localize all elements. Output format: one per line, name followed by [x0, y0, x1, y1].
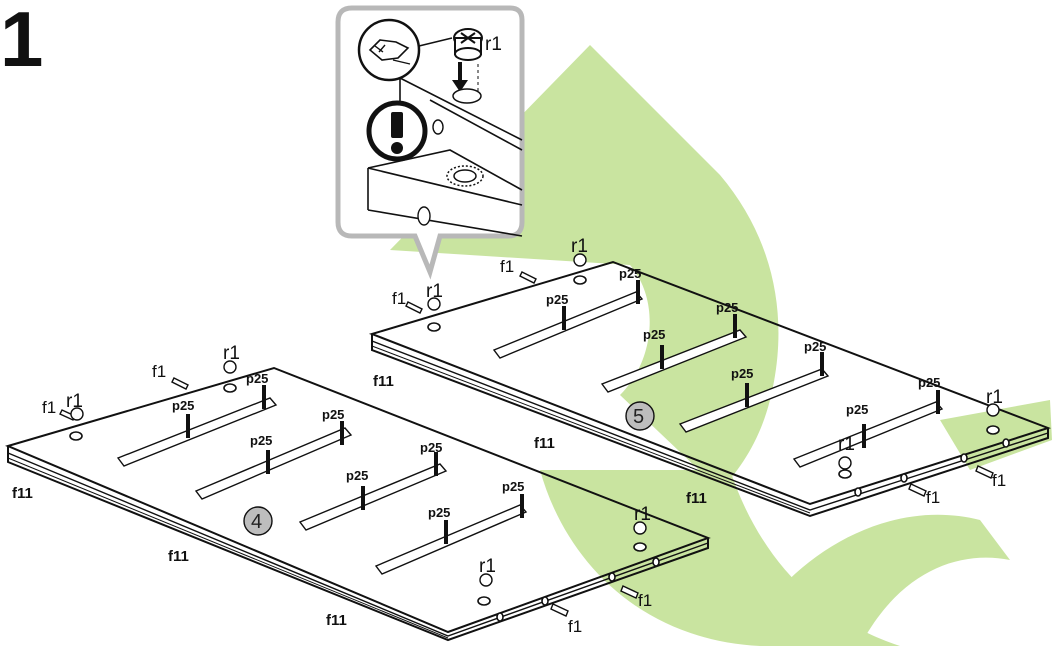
exclamation-icon [366, 100, 428, 162]
label-r1: r1 [223, 343, 240, 364]
label-p25: p25 [546, 292, 568, 307]
label-p25: p25 [643, 327, 665, 342]
panel-4-number: 4 [251, 511, 262, 533]
panel-5-number: 5 [633, 406, 644, 428]
cam-lock-part [453, 28, 483, 61]
label-r1: r1 [571, 236, 588, 257]
label-p25: p25 [804, 339, 826, 354]
cam-locks [70, 253, 1000, 587]
label-f1: f1 [992, 471, 1006, 490]
label-r1: r1 [66, 391, 83, 412]
label-p25: p25 [731, 366, 753, 381]
cam-lock-icon [357, 18, 421, 82]
label-p25: p25 [846, 402, 868, 417]
arrow-down-icon [452, 62, 468, 92]
label-p25: p25 [420, 440, 442, 455]
label-r1: r1 [479, 556, 496, 577]
label-f11: f11 [534, 435, 555, 452]
label-p25: p25 [246, 371, 268, 386]
panel-4: 4 [5, 366, 711, 642]
label-f1: f1 [42, 398, 56, 417]
label-p25: p25 [322, 407, 344, 422]
label-f1: f1 [926, 488, 940, 507]
label-f11: f11 [686, 490, 707, 507]
label-r1: r1 [426, 281, 443, 302]
label-r1: r1 [838, 434, 855, 455]
label-r1: r1 [986, 387, 1003, 408]
label-f11: f11 [326, 612, 347, 629]
label-p25: p25 [502, 479, 524, 494]
label-p25: p25 [250, 433, 272, 448]
label-p25: p25 [346, 468, 368, 483]
label-f1: f1 [392, 289, 406, 308]
label-f1: f1 [500, 257, 514, 276]
callout-cam-label: r1 [485, 34, 502, 55]
label-f11: f11 [12, 485, 33, 502]
label-p25: p25 [918, 375, 940, 390]
label-f1: f1 [152, 362, 166, 381]
label-p25: p25 [172, 398, 194, 413]
label-p25: p25 [619, 266, 641, 281]
label-f11: f11 [373, 373, 394, 390]
label-p25: p25 [428, 505, 450, 520]
label-p25: p25 [716, 300, 738, 315]
panel-5: 5 [368, 260, 1052, 518]
detail-callout: r1 [335, 5, 525, 280]
step-number: 1 [0, 0, 43, 83]
label-f1: f1 [638, 591, 652, 610]
label-r1: r1 [634, 504, 651, 525]
label-f1: f1 [568, 617, 582, 636]
label-f11: f11 [168, 548, 189, 565]
